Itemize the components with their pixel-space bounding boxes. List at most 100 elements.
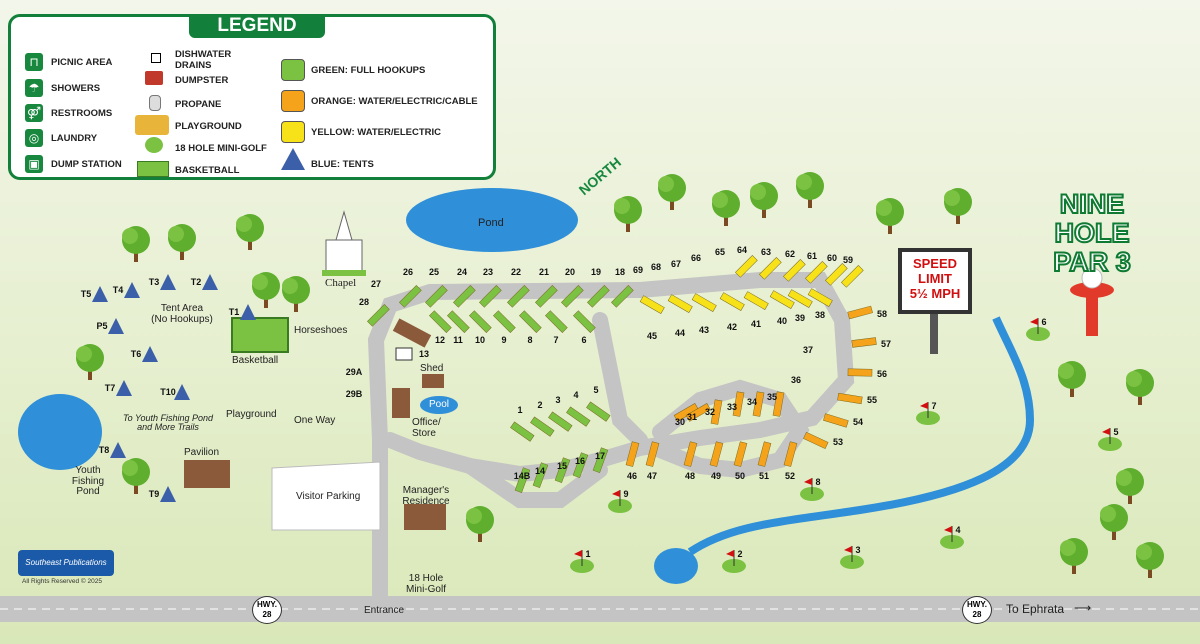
site-number-10: 10 (474, 335, 486, 345)
shed-label: Shed (420, 363, 444, 374)
campsite-4 (566, 406, 591, 427)
site-number-14: 14 (534, 466, 546, 476)
golf-hole-4 (940, 526, 964, 549)
stream (687, 316, 1035, 556)
tree-icon (1136, 542, 1164, 578)
tree-icon (876, 198, 904, 234)
site-number-62: 62 (784, 249, 796, 259)
tree-icon (1100, 504, 1128, 540)
site-number-6: 6 (581, 335, 587, 345)
tree-icon (658, 174, 686, 210)
site-number-8: 8 (527, 335, 533, 345)
legend-minigolf-label: 18 HOLE MINI-GOLF (175, 143, 267, 154)
shed-building (422, 374, 444, 388)
managers-residence-building (404, 504, 446, 530)
campsite-12 (429, 310, 452, 333)
speed-sign-pole (930, 310, 938, 354)
site-number-4: 4 (573, 390, 579, 400)
site-number-57: 57 (880, 339, 892, 349)
campsite-55 (837, 392, 863, 405)
restroom-icon: ⚤ (25, 104, 43, 122)
campsite-11 (447, 310, 470, 333)
dump-station-icon: ▣ (25, 155, 43, 173)
site-number-17: 17 (594, 451, 606, 461)
tent-swatch (281, 148, 305, 170)
campsite-17 (592, 447, 609, 473)
tent-t3 (160, 274, 176, 290)
campsite-27 (367, 304, 390, 327)
campsite-42 (719, 292, 745, 311)
site-number-69: 69 (632, 265, 644, 275)
chapel-label: Chapel (325, 277, 357, 289)
visitor-parking-lot (271, 461, 381, 531)
site-number-50: 50 (734, 471, 746, 481)
legend-yellow-label: YELLOW: WATER/ELECTRIC (311, 127, 442, 138)
youth-pond-label: Youth Fishing Pond (71, 465, 105, 497)
site-number-1: 1 (585, 549, 591, 559)
tree-icon (282, 276, 310, 312)
campsite-63 (759, 257, 782, 280)
campsite-26 (399, 285, 422, 308)
office-building (392, 388, 410, 418)
campsite-22 (507, 285, 530, 308)
tent-t4 (124, 282, 140, 298)
tree-icon (466, 506, 494, 542)
golf-hole-8 (800, 478, 824, 501)
campsite-18 (611, 285, 634, 308)
site-number-T3: T3 (148, 277, 160, 287)
campsite-48 (683, 441, 698, 467)
drain-icon (151, 53, 161, 63)
tree-icon (236, 214, 264, 250)
campsite-14B (514, 467, 531, 493)
site-number-65: 65 (714, 247, 726, 257)
legend-laundry-label: LAUNDRY (51, 133, 98, 144)
site-number-T2: T2 (190, 277, 202, 287)
campsite-45 (639, 295, 665, 314)
site-number-T8: T8 (98, 445, 110, 455)
site-number-60: 60 (826, 253, 838, 263)
site-number-43: 43 (698, 325, 710, 335)
site-number-32: 32 (704, 407, 716, 417)
site-number-41: 41 (750, 319, 762, 329)
site-number-T7: T7 (104, 383, 116, 393)
legend-showers-label: SHOWERS (51, 83, 101, 94)
office-label: Office/ Store (412, 417, 441, 439)
site-number-T5: T5 (80, 289, 92, 299)
campsite-43 (691, 293, 717, 312)
site-number-47: 47 (646, 471, 658, 481)
golf-hole-7 (916, 402, 940, 425)
ephrata-arrow-icon: ⟶ (1074, 601, 1092, 615)
campsite-49 (709, 441, 724, 467)
site-number-55: 55 (866, 395, 878, 405)
tents (92, 274, 256, 502)
site-number-29B: 29B (345, 389, 363, 399)
site-number-12: 12 (434, 335, 446, 345)
site-number-16: 16 (574, 456, 586, 466)
site-number-22: 22 (510, 267, 522, 277)
green-swatch (281, 59, 305, 81)
legend-orange-label: ORANGE: WATER/ELECTRIC/CABLE (311, 96, 478, 107)
campsite-3 (548, 411, 573, 432)
site-number-46: 46 (626, 471, 638, 481)
pool-label: Pool (420, 396, 458, 414)
golf-hole-5 (1098, 428, 1122, 451)
site-number-T9: T9 (148, 489, 160, 499)
campsite-16 (572, 452, 589, 478)
campsite-19 (587, 285, 610, 308)
pond-label: Pond (478, 217, 504, 229)
site-number-27: 27 (370, 279, 382, 289)
playground-label: Playground (226, 409, 277, 420)
mini-golf-label: 18 Hole Mini-Golf (405, 573, 447, 595)
campsite-34 (752, 391, 765, 417)
orange-swatch (281, 90, 305, 112)
site-number-44: 44 (674, 328, 686, 338)
legend-dump-label: DUMP STATION (51, 159, 122, 170)
campsite-8 (519, 310, 542, 333)
site-number-54: 54 (852, 417, 864, 427)
campsite-47 (645, 441, 660, 467)
site-number-18: 18 (614, 267, 626, 277)
tent-area-label: Tent Area (No Hookups) (151, 303, 213, 325)
pavilion-building (184, 460, 230, 488)
tent-t6 (142, 346, 158, 362)
